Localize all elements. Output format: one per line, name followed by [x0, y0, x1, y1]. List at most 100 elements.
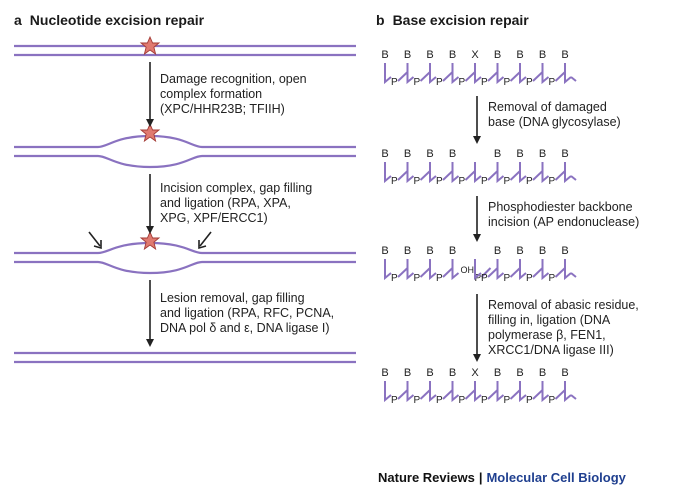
base-label: B — [449, 245, 456, 257]
ner-step-1-line-3: (XPC/HHR23B; TFIIH) — [160, 102, 285, 116]
sugar-backbone — [564, 381, 572, 403]
ber-step-2-line-2: incision (AP endonuclease) — [488, 215, 640, 229]
sugar-backbone — [541, 259, 550, 281]
sugar-backbone — [406, 162, 415, 184]
base-label: B — [381, 49, 388, 61]
ner-step-3-line-1: Lesion removal, gap filling — [160, 291, 305, 305]
phosphate-label: P — [459, 176, 466, 187]
ber-step-3-line-2: filling in, ligation (DNA — [488, 313, 611, 327]
phosphate-label: P — [504, 176, 511, 187]
ber-step-2-text: Phosphodiester backbone incision (AP end… — [488, 200, 639, 230]
ber-step-2-line-1: Phosphodiester backbone — [488, 200, 633, 214]
sugar-backbone — [564, 162, 572, 184]
base-label: B — [404, 367, 411, 379]
phosphate-label: P — [504, 77, 511, 88]
base-label: B — [516, 367, 523, 379]
base-label: B — [539, 148, 546, 160]
phosphate-label: P — [436, 273, 443, 284]
sugar-backbone — [564, 259, 572, 281]
ner-step-2-line-1: Incision complex, gap filling — [160, 181, 313, 195]
base-label: B — [404, 245, 411, 257]
phosphate-label: P — [414, 77, 421, 88]
ner-duplex-4-repaired — [14, 351, 356, 364]
ber-step-3-line-1: Removal of abasic residue, — [488, 298, 639, 312]
sugar-backbone — [519, 63, 527, 85]
sugar-backbone — [406, 259, 415, 281]
phosphate-label: P — [391, 176, 398, 187]
phosphate-label: P — [414, 395, 421, 406]
ner-step-1-line-2: complex formation — [160, 87, 263, 101]
phosphate-label: P — [526, 273, 533, 284]
base-label: X — [471, 49, 479, 61]
ber-step-1-text: Removal of damaged base (DNA glycosylase… — [488, 100, 621, 130]
incision-arrow-left-icon — [88, 231, 102, 250]
credit-publisher: Nature Reviews — [378, 470, 475, 485]
phosphate-label: P — [391, 395, 398, 406]
base-label: X — [471, 367, 479, 379]
phosphate-label: P — [391, 77, 398, 88]
phosphate-label: P — [549, 176, 556, 187]
base-label: B — [381, 245, 388, 257]
ner-step-2-line-2: and ligation (RPA, XPA, — [160, 196, 291, 210]
phosphate-label: P — [481, 395, 488, 406]
sugar-backbone — [451, 63, 460, 85]
phosphate-label: P — [504, 273, 511, 284]
sugar-backbone — [541, 162, 550, 184]
base-label: B — [494, 49, 501, 61]
phosphate-label: P — [481, 273, 488, 284]
ner-step-3-text: Lesion removal, gap filling and ligation… — [160, 291, 334, 336]
phosphate-label: P — [436, 77, 443, 88]
sugar-backbone — [474, 162, 482, 184]
base-label: B — [426, 49, 433, 61]
phosphate-label: P — [414, 273, 421, 284]
sugar-backbone — [496, 381, 505, 403]
base-label: B — [426, 148, 433, 160]
phosphate-label: P — [481, 77, 488, 88]
base-label: B — [516, 245, 523, 257]
incision-arrow-right-icon — [198, 231, 212, 250]
base-label: B — [516, 148, 523, 160]
ber-step-3-text: Removal of abasic residue, filling in, l… — [488, 298, 639, 358]
ner-duplex-1 — [14, 35, 356, 57]
sugar-backbone — [451, 162, 460, 184]
phosphate-label: P — [549, 273, 556, 284]
ner-step-1-text: Damage recognition, open complex formati… — [160, 72, 307, 117]
sugar-backbone — [541, 63, 550, 85]
sugar-backbone — [384, 259, 392, 281]
sugar-backbone — [429, 259, 437, 281]
sugar-backbone — [474, 381, 482, 403]
sugar-backbone — [541, 381, 550, 403]
sugar-backbone — [519, 162, 527, 184]
panel-b-title-text: Base excision repair — [392, 12, 529, 28]
sugar-backbone — [496, 259, 505, 281]
base-label: B — [494, 245, 501, 257]
sugar-backbone — [474, 63, 482, 85]
hydroxyl-label: OH — [461, 265, 475, 275]
base-label: B — [426, 367, 433, 379]
sugar-backbone — [451, 259, 460, 281]
sugar-backbone — [429, 381, 437, 403]
phosphate-label: P — [475, 273, 482, 284]
base-label: B — [561, 49, 568, 61]
sugar-backbone — [519, 259, 527, 281]
base-label: B — [449, 148, 456, 160]
ber-step-1-line-1: Removal of damaged — [488, 100, 607, 114]
base-label: B — [381, 148, 388, 160]
sugar-backbone — [384, 381, 392, 403]
phosphate-label: P — [526, 395, 533, 406]
base-label: B — [449, 49, 456, 61]
phosphate-label: P — [549, 77, 556, 88]
ner-step-2-text: Incision complex, gap filling and ligati… — [160, 181, 312, 226]
lesion-star-icon — [139, 122, 161, 143]
ber-step-3-line-4: XRCC1/DNA ligase III) — [488, 343, 614, 357]
ner-step-3-line-2: and ligation (RPA, RFC, PCNA, — [160, 306, 335, 320]
figure-credit: Nature Reviews|Molecular Cell Biology — [378, 470, 626, 485]
ber-step-3-line-3: polymerase β, FEN1, — [488, 328, 606, 342]
phosphate-label: P — [459, 395, 466, 406]
base-label: B — [404, 49, 411, 61]
